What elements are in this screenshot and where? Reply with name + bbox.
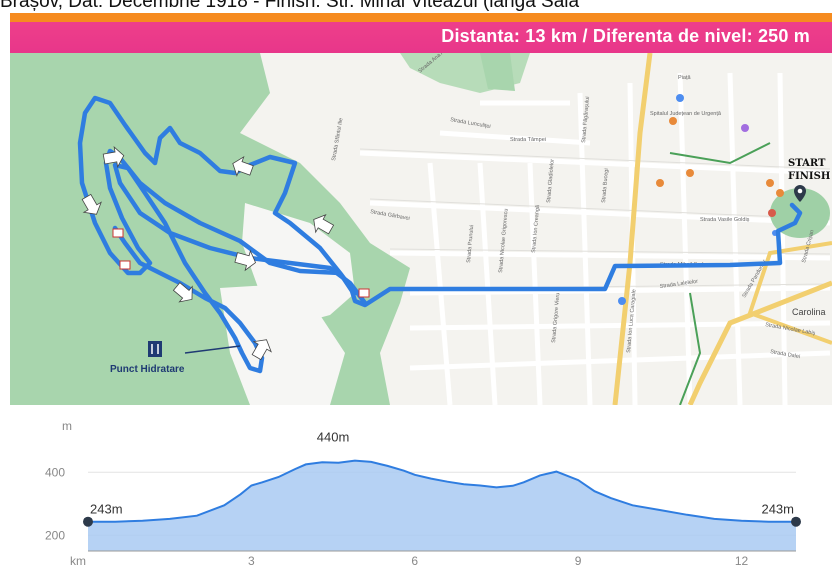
green-road — [679, 292, 702, 405]
poi-icon — [656, 179, 664, 187]
direction-arrows — [81, 146, 335, 361]
hydration-leader-line — [184, 345, 241, 354]
street-label: Strada Vasile Goldiș — [700, 217, 750, 223]
street-label: Strada Prunului — [466, 225, 475, 263]
clearing-area-2 — [220, 285, 345, 405]
direction-arrow-icon — [251, 339, 272, 361]
hospital-label: Spitalul Județean de Urgență — [650, 111, 722, 117]
street-label: Strada Lalelelor — [659, 279, 698, 290]
street-label: Strada Ion Luca Caragiale — [626, 289, 638, 353]
forest-area-strip — [480, 53, 515, 91]
elevation-chart: 3 6 9 12 200 400 243m 440m 243m m km — [45, 419, 801, 568]
elevation-annotation: 243m — [761, 502, 794, 517]
route-map[interactable]: Strada Ana Aslan Strada Tâmpei Strada Lu… — [10, 53, 832, 405]
elevation-area — [88, 460, 796, 551]
race-route — [77, 95, 803, 374]
poi-icons — [618, 94, 784, 305]
elevation-line — [88, 459, 796, 523]
hydration-icon — [358, 288, 370, 298]
street-label: Strada Dalei — [770, 349, 801, 360]
elevation-profile: 3 6 9 12 200 400 243m 440m 243m m km — [10, 405, 832, 577]
profile-end-point — [791, 516, 801, 527]
street-label: Strada Făgărașului — [581, 96, 591, 143]
street-label: Strada Grigore Vieru — [551, 292, 561, 343]
street-label: Strada Nicolae Grigorescu — [498, 208, 510, 273]
direction-arrow-icon — [81, 193, 102, 215]
major-road-1 — [612, 53, 653, 405]
y-tick-label: 400 — [45, 465, 65, 479]
major-road-3 — [747, 241, 832, 345]
city-streets — [359, 72, 831, 405]
x-tick-label: 9 — [575, 554, 582, 568]
y-tick-label: 200 — [45, 528, 65, 542]
poi-icon — [768, 209, 776, 217]
poi-icon — [669, 117, 677, 125]
poi-icon — [766, 179, 774, 187]
place-label: Piață — [678, 75, 691, 81]
direction-arrow-icon — [172, 282, 193, 303]
poi-icon — [686, 169, 694, 177]
poi-icon — [618, 297, 626, 305]
x-tick-label: 6 — [411, 554, 418, 568]
direction-arrow-icon — [102, 146, 125, 168]
start-pin-icon — [794, 185, 806, 202]
direction-arrow-icon — [232, 155, 254, 177]
start-label: START — [788, 158, 826, 169]
street-label: Strada Bucegi — [601, 168, 610, 203]
profile-start-point — [83, 516, 93, 527]
header-banner: Distanta: 13 km / Diferenta de nivel: 25… — [10, 13, 832, 53]
hydration-markers — [112, 228, 370, 298]
major-road-2 — [687, 280, 832, 405]
street-label: Strada Gladiolelor — [546, 159, 556, 204]
distance-summary: Distanta: 13 km / Diferenta de nivel: 25… — [441, 26, 810, 46]
finish-label: FINISH — [788, 171, 830, 182]
elevation-annotation: 440m — [317, 430, 350, 445]
district-label: Carolina — [792, 307, 826, 317]
hydration-icon — [112, 228, 124, 238]
street-label: Strada Tâmpei — [510, 137, 546, 143]
elevation-annotation: 243m — [90, 502, 123, 517]
street-label: Strada Ion Creangă — [531, 204, 541, 253]
start-finish-marker — [794, 185, 806, 202]
poi-icon — [741, 124, 749, 132]
poi-icon — [676, 94, 684, 102]
x-tick-label: 3 — [248, 554, 255, 568]
poi-icon — [776, 189, 784, 197]
x-tick-label: 12 — [735, 554, 749, 568]
direction-arrow-icon — [234, 249, 257, 272]
hydration-label: Punct Hidratare — [110, 364, 185, 375]
axis-tick-labels: 3 6 9 12 200 400 — [45, 465, 749, 568]
top-caption: Brașov, Dat: Decembrie 1918 - Finish: St… — [0, 0, 580, 12]
y-axis-label: m — [62, 419, 72, 433]
hydration-icon — [119, 260, 131, 270]
direction-arrow-icon — [313, 214, 335, 235]
hydration-legend-icon — [148, 341, 162, 357]
map-canvas: Strada Ana Aslan Strada Tâmpei Strada Lu… — [10, 53, 832, 405]
elevation-annotations: 243m 440m 243m — [90, 430, 794, 517]
green-path — [669, 142, 771, 165]
x-axis-label: km — [70, 554, 86, 568]
